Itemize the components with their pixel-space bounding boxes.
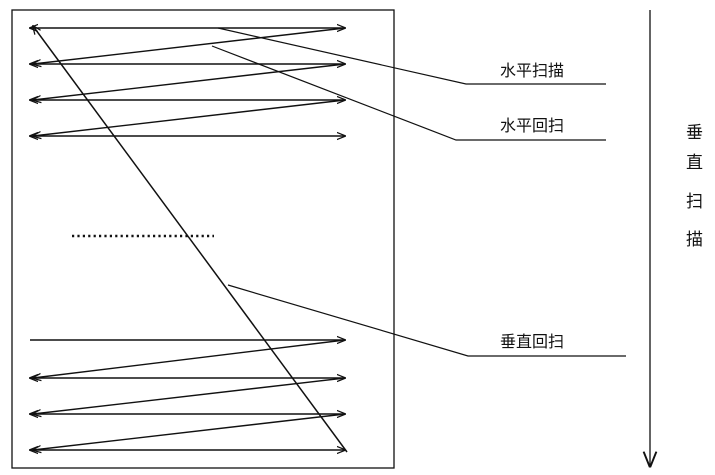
retrace-line xyxy=(33,99,346,136)
label-vertical-retrace: 垂直回扫 xyxy=(500,332,564,351)
svg-text:直: 直 xyxy=(686,153,703,173)
leader-horizontal-retrace xyxy=(211,45,606,141)
svg-text:扫: 扫 xyxy=(686,192,703,212)
scan-lines-top xyxy=(30,28,345,136)
svg-text:描: 描 xyxy=(686,230,703,250)
retrace-line xyxy=(33,377,346,414)
label-vertical-scan: 垂 直 扫 描 xyxy=(686,123,703,250)
vertical-retrace-line xyxy=(33,26,348,453)
retrace-line xyxy=(33,63,346,100)
scan-lines-bottom xyxy=(30,340,345,450)
svg-text:垂: 垂 xyxy=(686,123,703,143)
leader-vertical-retrace xyxy=(227,284,626,357)
retrace-line xyxy=(33,413,346,450)
leader-lines xyxy=(211,27,626,357)
retrace-line xyxy=(33,27,346,64)
label-horizontal-retrace: 水平回扫 xyxy=(500,116,564,135)
label-horizontal-scan: 水平扫描 xyxy=(500,61,564,80)
screen-frame xyxy=(11,9,395,469)
leader-horizontal-scan xyxy=(217,27,606,85)
retrace-line xyxy=(33,339,346,378)
